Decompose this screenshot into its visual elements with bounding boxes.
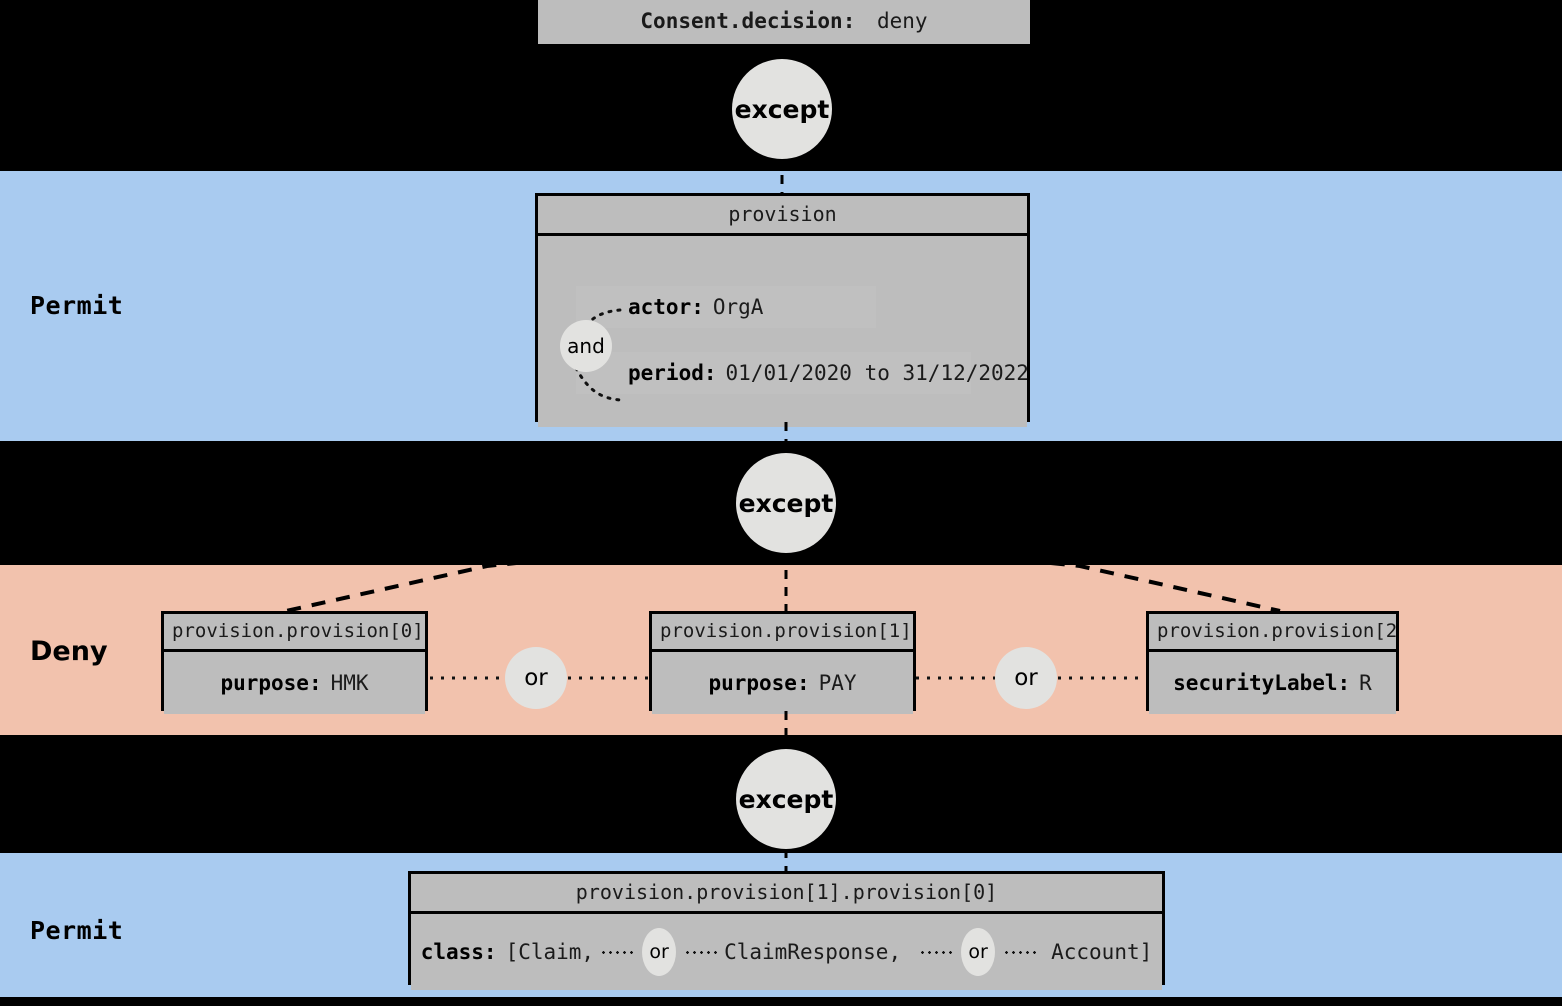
node-provision-2-body: securityLabel: R — [1149, 652, 1396, 714]
or-operator-inline-2[interactable]: or — [961, 928, 996, 976]
provision-actor-value: OrgA — [712, 295, 764, 319]
node-provision-0[interactable]: provision.provision[0] purpose: HMK — [161, 611, 428, 714]
provision-1-row-purpose: purpose: PAY — [708, 671, 856, 695]
provision-0-purpose-value: HMK — [330, 671, 369, 695]
node-provision-1-0-header: provision.provision[1].provision[0] — [411, 874, 1162, 914]
band-label-deny-1: Deny — [30, 636, 108, 667]
root-value: deny — [877, 9, 928, 33]
node-provision-2-header: provision.provision[2] — [1149, 614, 1396, 652]
node-provision-header: provision — [538, 196, 1027, 236]
node-provision-1-0-body: class: [Claim, or ClaimResponse, or Acco… — [411, 914, 1162, 990]
node-provision-1-header: provision.provision[1] — [652, 614, 913, 652]
provision-row-period: period: 01/01/2020 to 31/12/2022 — [628, 352, 1029, 394]
provision-1-0-class-open: [Claim, — [505, 940, 595, 964]
root-node-header: Consent.decision: deny — [538, 0, 1030, 40]
band-label-permit-1: Permit — [30, 291, 124, 320]
node-provision[interactable]: provision actor: OrgA period: 01/01/2020… — [535, 193, 1030, 427]
provision-2-securitylabel-key: securityLabel: — [1173, 671, 1351, 695]
provision-2-row-securitylabel: securityLabel: R — [1173, 671, 1372, 695]
or-operator-inline-1[interactable]: or — [642, 928, 677, 976]
provision-1-0-class-key: class: — [420, 940, 497, 964]
except-operator-3[interactable]: except — [736, 749, 836, 849]
provision-0-purpose-key: purpose: — [220, 671, 322, 695]
root-node[interactable]: Consent.decision: deny — [538, 0, 1030, 44]
provision-1-0-class-close: Account] — [1051, 940, 1153, 964]
class-dots-3 — [919, 950, 954, 954]
and-connector-lines — [574, 308, 622, 402]
except-operator-1[interactable]: except — [732, 59, 832, 159]
provision-1-0-row-class: class: [Claim, or ClaimResponse, or Acco… — [420, 928, 1153, 976]
node-provision-2[interactable]: provision.provision[2] securityLabel: R — [1146, 611, 1399, 714]
node-provision-1-0[interactable]: provision.provision[1].provision[0] clas… — [408, 871, 1165, 990]
or-operator-1[interactable]: or — [505, 647, 567, 709]
provision-period-key: period: — [628, 361, 717, 385]
provision-period-value: 01/01/2020 to 31/12/2022 — [725, 361, 1029, 385]
node-provision-0-header: provision.provision[0] — [164, 614, 425, 652]
provision-1-purpose-key: purpose: — [708, 671, 810, 695]
root-key: Consent.decision: — [640, 9, 856, 33]
row-shade-actor — [576, 286, 876, 328]
and-operator-1[interactable]: and — [560, 320, 612, 372]
band-label-permit-2: Permit — [30, 916, 124, 945]
or-operator-2[interactable]: or — [995, 647, 1057, 709]
provision-2-securitylabel-value: R — [1359, 671, 1372, 695]
class-dots-2 — [684, 950, 719, 954]
node-provision-1[interactable]: provision.provision[1] purpose: PAY — [649, 611, 916, 714]
provision-1-purpose-value: PAY — [818, 671, 857, 695]
node-provision-1-body: purpose: PAY — [652, 652, 913, 714]
provision-actor-key: actor: — [628, 295, 704, 319]
provision-0-row-purpose: purpose: HMK — [220, 671, 368, 695]
provision-1-0-class-middle: ClaimResponse, — [724, 940, 902, 964]
row-shade-period — [576, 352, 971, 394]
node-provision-0-body: purpose: HMK — [164, 652, 425, 714]
provision-row-actor: actor: OrgA — [628, 286, 763, 328]
class-dots-1 — [600, 950, 635, 954]
class-dots-4 — [1003, 950, 1038, 954]
except-operator-2[interactable]: except — [736, 453, 836, 553]
node-provision-body: actor: OrgA period: 01/01/2020 to 31/12/… — [538, 236, 1029, 427]
